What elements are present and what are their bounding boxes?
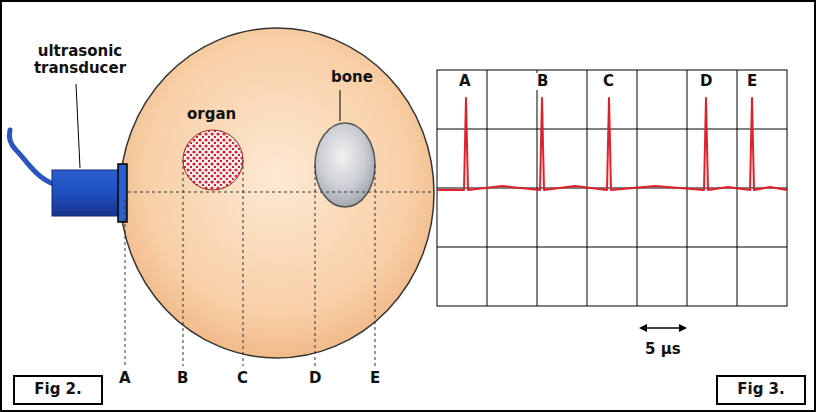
echo-label: D: [699, 73, 713, 90]
bone-shape: [315, 123, 375, 207]
boundary-label: D: [309, 370, 321, 387]
echo-label: B: [536, 73, 549, 90]
boundary-line: [243, 160, 244, 366]
arrow-head: [639, 324, 647, 332]
part-label: ultrasonic transducer: [30, 43, 130, 78]
boundary-label: B: [177, 370, 188, 387]
boundary-line: [315, 165, 316, 366]
scope-grid: [437, 70, 787, 306]
leader-line: [76, 84, 80, 168]
part-label: bone: [331, 69, 373, 86]
boundary-label: A: [119, 370, 131, 387]
boundary-lines: [125, 160, 375, 366]
boundary-line: [375, 165, 376, 366]
echo-trace: [437, 98, 787, 190]
boundary-line: [125, 200, 126, 366]
grid-border: [437, 70, 787, 306]
echo-label: C: [602, 73, 615, 90]
transducer-cable: [9, 130, 54, 184]
transducer-body: [52, 170, 118, 216]
organ-shape: [183, 130, 243, 190]
grid-line: [437, 129, 787, 130]
figure-label: Fig 2.: [34, 381, 81, 398]
arrow-head: [679, 324, 687, 332]
echo-label: A: [458, 73, 472, 90]
boundary-label: C: [237, 370, 248, 387]
time-scale-label: 5 µs: [645, 341, 681, 358]
leader-line: [340, 90, 341, 121]
figure-label-box: Fig 3.: [716, 375, 806, 405]
beam-line: [128, 192, 432, 193]
arrow-shaft: [643, 327, 683, 329]
part-label: organ: [187, 106, 236, 123]
time-scale-arrow: [639, 324, 687, 332]
boundary-label: E: [370, 370, 380, 387]
boundary-line: [183, 160, 184, 366]
figure-label: Fig 3.: [737, 381, 784, 398]
figure-label-box: Fig 2.: [13, 375, 103, 405]
body-outline: [120, 28, 434, 358]
grid-line: [437, 247, 787, 248]
echo-label: E: [746, 73, 758, 90]
transducer-face: [118, 164, 127, 222]
